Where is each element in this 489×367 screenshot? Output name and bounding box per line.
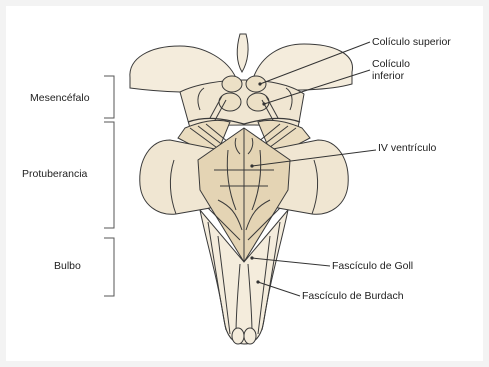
superior-colliculus-left <box>222 76 242 92</box>
label-protuberancia: Protuberancia <box>22 168 87 180</box>
pineal <box>237 34 248 72</box>
superior-colliculus-right <box>246 76 266 92</box>
bracket-mesencefalo <box>104 76 114 118</box>
label-fasciculo-burdach: Fascículo de Burdach <box>302 290 404 302</box>
label-bulbo: Bulbo <box>54 260 81 272</box>
label-mesencefalo: Mesencéfalo <box>30 92 90 104</box>
inferior-colliculus-left <box>219 93 241 111</box>
medulla-tubercle-right <box>244 328 256 344</box>
label-iv-ventriculo: IV ventrículo <box>378 142 436 154</box>
medulla-tubercle-left <box>232 328 244 344</box>
inferior-colliculus-right <box>247 93 269 111</box>
label-fasciculo-goll: Fascículo de Goll <box>332 260 413 272</box>
bracket-protuberancia <box>104 122 114 228</box>
label-coliculo-inferior-line1: Colículo <box>372 58 410 70</box>
label-coliculo-inferior-line2: inferior <box>372 70 404 82</box>
label-coliculo-superior: Colículo superior <box>372 36 451 48</box>
bracket-bulbo <box>104 238 114 296</box>
